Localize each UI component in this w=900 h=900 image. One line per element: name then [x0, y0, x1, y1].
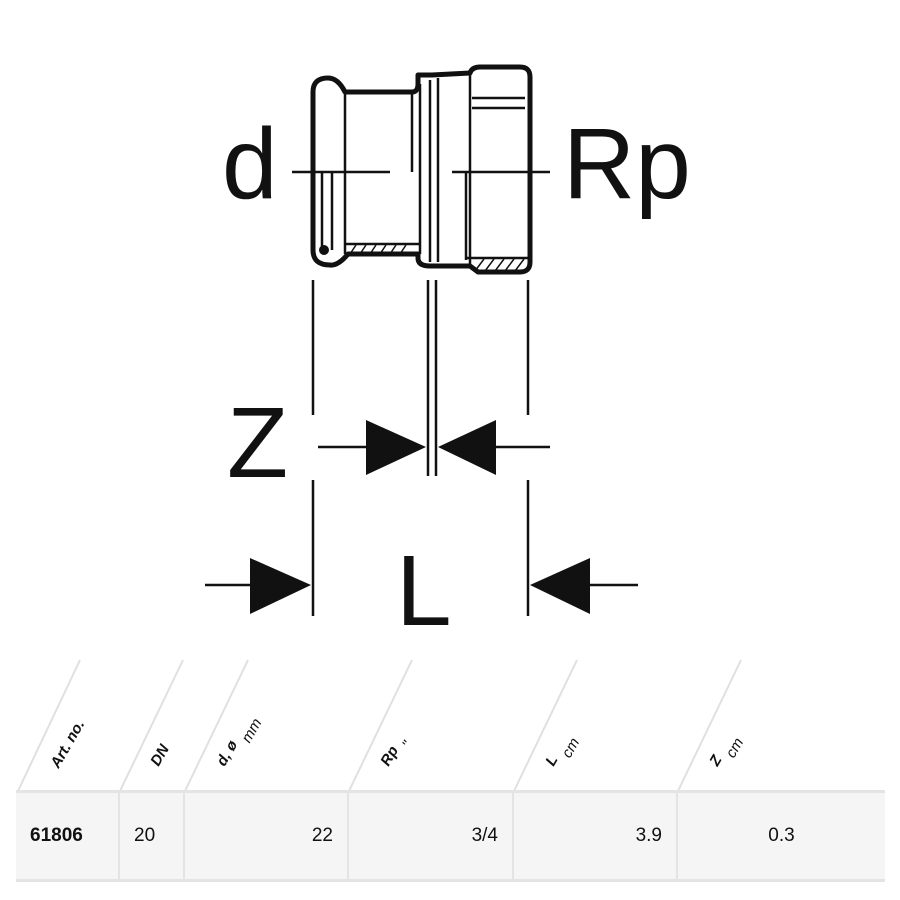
- dimension-lines: [205, 280, 638, 616]
- table-row: 61806 20 22 3/4 3.9 0.3: [16, 790, 885, 882]
- label-rp: Rp: [563, 108, 691, 220]
- label-l: L: [396, 535, 452, 647]
- header-dividers: [17, 659, 742, 791]
- hatching: [349, 244, 525, 272]
- label-z: Z: [227, 387, 288, 499]
- cell-z: 0.3: [676, 793, 885, 879]
- table-header: Art. no. DN d, ømm Rp" Lcm Zcm: [0, 655, 900, 791]
- fitting-technical-drawing: d Rp Z L: [205, 64, 691, 647]
- z-left-arrow-icon: [366, 420, 426, 475]
- arrowheads: [250, 420, 590, 614]
- fitting-outline: [310, 64, 533, 275]
- cell-art-no: 61806: [30, 825, 83, 846]
- cell-l: 3.9: [512, 793, 676, 879]
- o-ring: [319, 245, 329, 255]
- cell-d: 22: [183, 793, 347, 879]
- cell-rp: 3/4: [347, 793, 512, 879]
- cell-dn: 20: [118, 793, 183, 879]
- l-right-arrow-icon: [530, 558, 590, 614]
- label-d: d: [222, 108, 278, 220]
- z-right-arrow-icon: [438, 420, 496, 475]
- l-left-arrow-icon: [250, 558, 311, 614]
- fitting-inner-lines: [320, 72, 530, 268]
